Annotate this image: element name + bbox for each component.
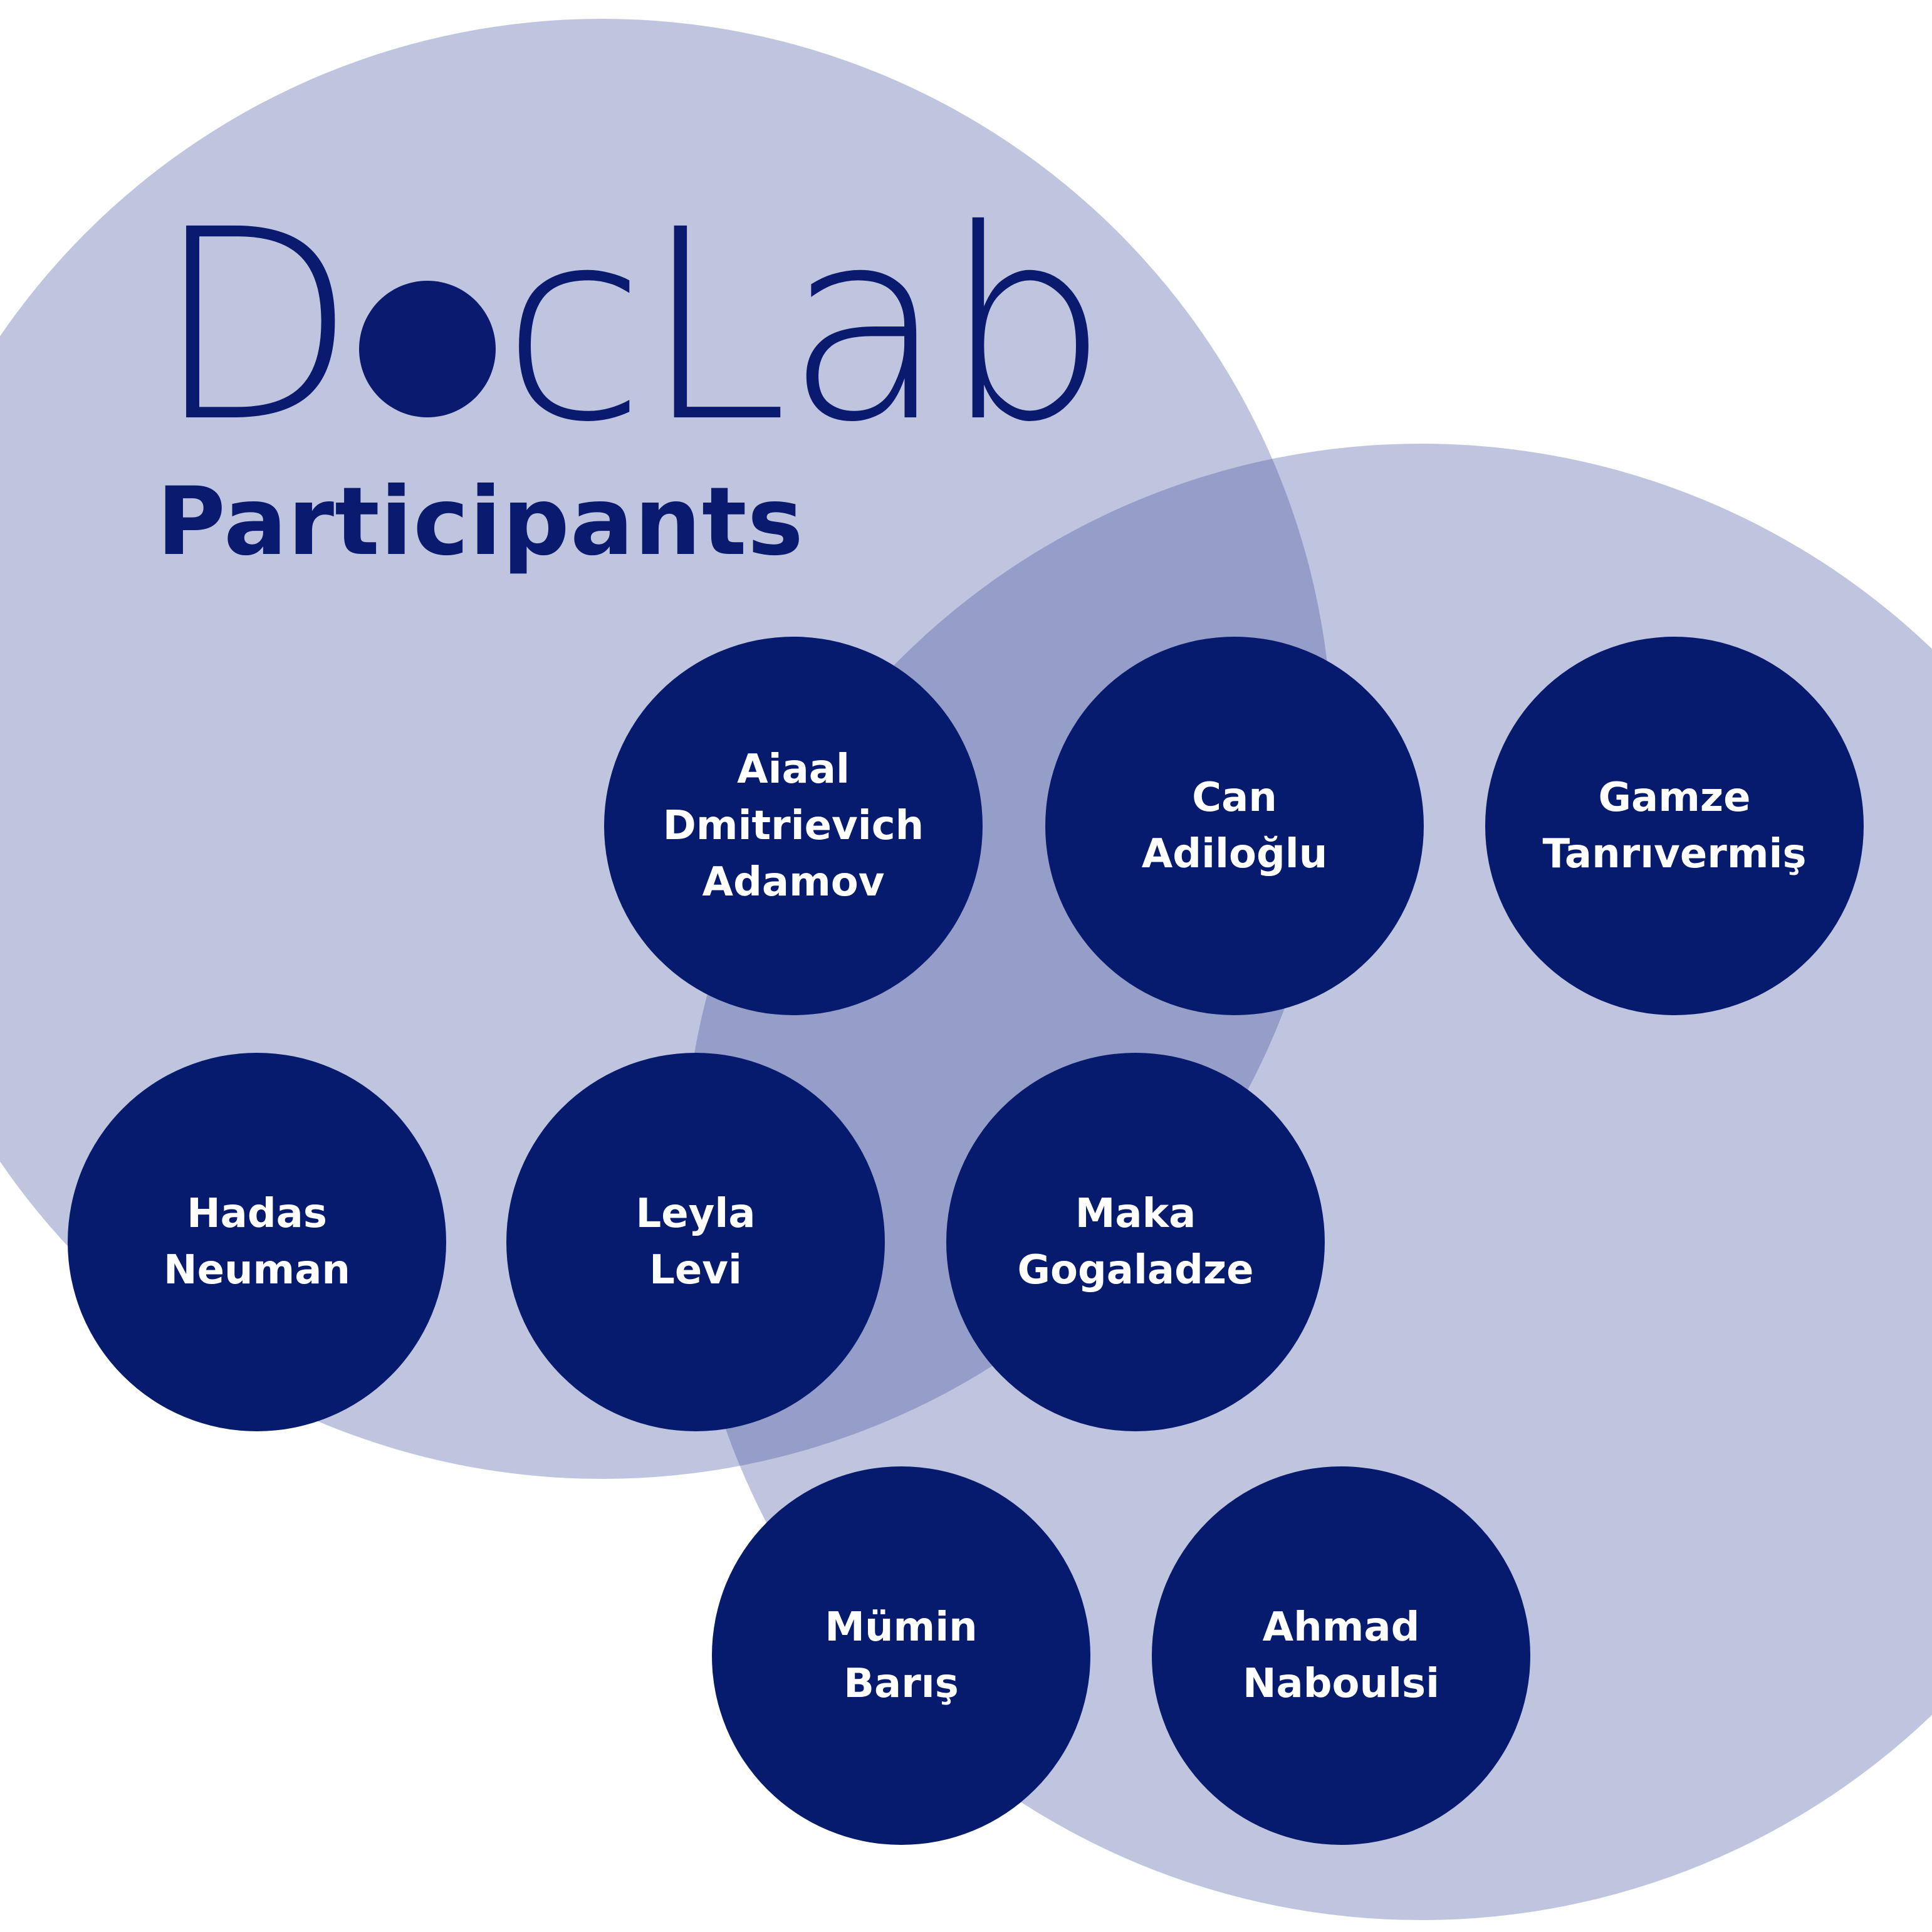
- participant-name: Mümin Barış: [825, 1604, 978, 1707]
- participant-name: Ahmad Naboulsi: [1242, 1604, 1440, 1707]
- participant-bubble: Ahmad Naboulsi: [1152, 1466, 1530, 1845]
- participant-bubble: Mümin Barış: [712, 1466, 1090, 1845]
- participant-name: Can Adiloğlu: [1141, 775, 1328, 877]
- participant-bubble: Aiaal Dmitrievich Adamov: [604, 637, 983, 1015]
- logo-dot-icon: [359, 281, 496, 417]
- participant-bubble: Can Adiloğlu: [1045, 637, 1424, 1015]
- participant-name: Maka Gogaladze: [1017, 1191, 1254, 1293]
- logo-letters-clab: cLab: [501, 174, 1109, 480]
- participant-bubble: Maka Gogaladze: [946, 1053, 1325, 1431]
- participant-name: Gamze Tanrıvermiş: [1542, 775, 1807, 877]
- participant-bubble: Gamze Tanrıvermiş: [1485, 637, 1864, 1015]
- participant-name: Aiaal Dmitrievich Adamov: [662, 746, 924, 906]
- participant-name: Hadas Neuman: [164, 1191, 350, 1293]
- page-title: Participants: [157, 467, 804, 577]
- participant-bubble: Hadas Neuman: [68, 1053, 446, 1431]
- participant-name: Leyla Levi: [635, 1191, 756, 1293]
- participant-bubble: Leyla Levi: [506, 1053, 885, 1431]
- logo-letter-d: D: [154, 174, 357, 480]
